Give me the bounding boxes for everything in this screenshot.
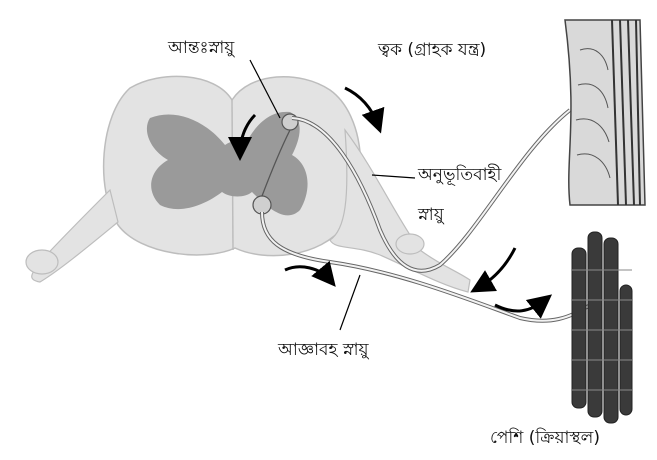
motor-neuron-cell: [253, 196, 271, 214]
arrow-motor-right: [495, 300, 545, 311]
label-interneuron: আন্তঃস্নায়ু: [168, 38, 234, 58]
spinal-cord: [26, 76, 470, 292]
right-nerve-root: [330, 130, 470, 292]
label-muscle-effector: পেশি (ক্রিয়াস্থল): [490, 428, 600, 448]
label-motor-nerve: আজ্ঞাবহ স্নায়ু: [278, 340, 369, 360]
right-ganglion: [396, 234, 424, 254]
leader-sensory: [372, 175, 415, 178]
label-sensory-nerve-line2: স্নায়ু: [418, 205, 444, 225]
leader-motor: [340, 275, 360, 330]
skin-receptor: [565, 20, 645, 205]
label-sensory-nerve-line1: অনুভূতিবাহী: [418, 165, 501, 185]
left-ganglion: [26, 250, 58, 274]
arrow-sensory-down: [478, 248, 515, 288]
arrow-motor-left: [285, 267, 330, 280]
label-skin-receptor: ত্বক (গ্রাহক যন্ত্র): [378, 40, 486, 60]
muscle-effector: [572, 232, 632, 423]
